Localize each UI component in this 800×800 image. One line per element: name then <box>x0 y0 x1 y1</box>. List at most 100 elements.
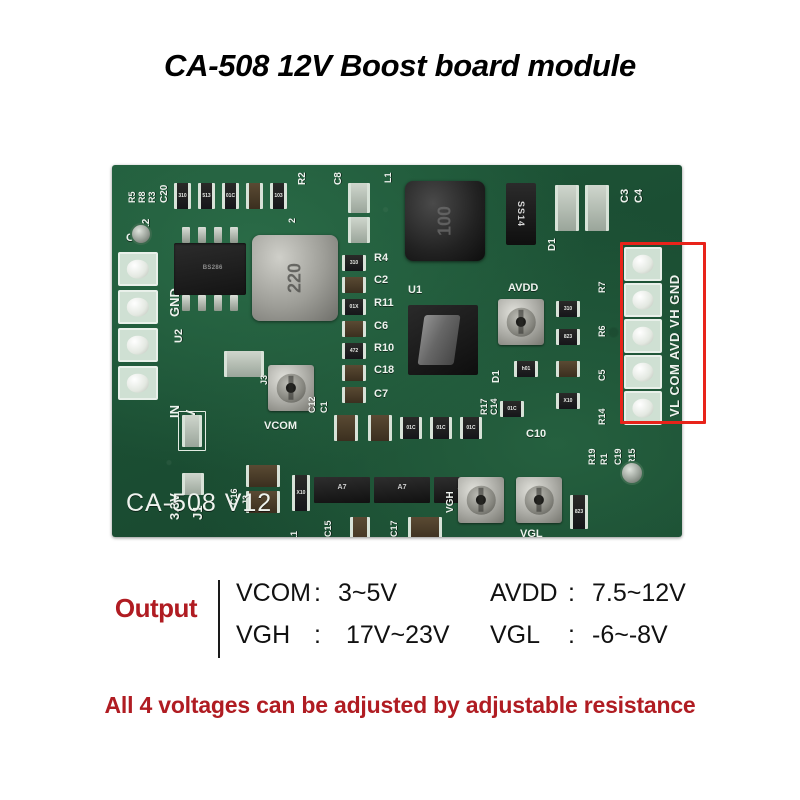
silk-label-r19: R1 <box>599 453 609 465</box>
smd-resistor: 310 <box>556 301 580 317</box>
silk-label-vcom: VCOM <box>264 420 297 432</box>
silk-label-c6: C6 <box>374 320 389 332</box>
smd-component <box>182 415 202 447</box>
silk-label-r10: R10 <box>374 342 395 354</box>
ic-lead <box>230 227 238 243</box>
silk-label-avdd: AVDD <box>508 282 539 294</box>
smd-resistor: 01C <box>222 183 239 209</box>
output-label: Output <box>114 593 198 623</box>
silk-label-q2: C17 <box>389 520 399 537</box>
smd-resistor: 513 <box>198 183 215 209</box>
pad-left-4 <box>118 366 158 400</box>
silk-label-u2: U2 <box>173 328 185 343</box>
spec-vgh-name: VGH <box>236 621 291 649</box>
ic-lead <box>230 295 238 311</box>
output-spec-block: Output VCOM : 3~5V AVDD : 7.5~12V VGH : … <box>100 575 720 665</box>
silk-board-model: CA-508 V12 <box>126 489 273 517</box>
smd-capacitor <box>348 217 370 243</box>
footer-note: All 4 voltages can be adjusted by adjust… <box>104 692 696 718</box>
silk-label-c5: C5 <box>597 369 607 381</box>
ic-lead <box>214 295 222 311</box>
silk-label-r4: R4 <box>374 252 389 264</box>
smd-capacitor <box>342 365 366 381</box>
spec-avdd: AVDD : 7.5~12V <box>490 575 720 615</box>
trimmer-vgh[interactable] <box>458 477 504 523</box>
silk-label-c12: C1 <box>319 401 329 413</box>
silk-label-r6: R6 <box>597 325 607 337</box>
smd-component <box>182 473 204 495</box>
ic-lead <box>214 227 222 243</box>
smd-resistor: h01 <box>514 361 538 377</box>
smd-capacitor <box>368 415 392 441</box>
smd-capacitor <box>556 361 580 377</box>
inductor-220-marking: 220 <box>284 262 305 294</box>
smd-capacitor <box>555 185 579 231</box>
silk-label-c18: C18 <box>374 364 395 376</box>
smd-resistor: X10 <box>556 393 580 409</box>
pad-right-avd <box>624 319 662 353</box>
spec-vgl-colon: : <box>568 621 575 649</box>
smd-capacitor <box>342 277 366 293</box>
trimmer-vcom[interactable] <box>268 365 314 411</box>
pad-right-vl <box>624 391 662 425</box>
silk-label-c3: C3 <box>619 188 631 203</box>
silk-label-r14: R14 <box>597 408 607 425</box>
silk-label-c4: C4 <box>633 188 645 203</box>
smd-resistor: 01C <box>400 417 422 439</box>
silk-label-u1: U1 <box>408 284 423 296</box>
smd-capacitor <box>585 185 609 231</box>
diode-d1: SS14 <box>506 183 536 245</box>
ic-u2-marking: BS286 <box>202 264 223 271</box>
pad-left-3 <box>118 328 158 362</box>
silk-label-d1: D1 <box>547 238 558 251</box>
smd-resistor-r18: X10 <box>292 475 310 511</box>
ic-lead <box>182 295 190 311</box>
smd-resistor: 01C <box>500 401 524 417</box>
silk-label-r3: R3 <box>147 191 157 203</box>
ic-u2: BS286 <box>174 243 246 295</box>
output-divider <box>218 580 220 658</box>
smd-capacitor <box>342 387 366 403</box>
pad-right-com <box>624 355 662 389</box>
trimmer-avdd[interactable] <box>498 299 544 345</box>
output-spec-grid: VCOM : 3~5V AVDD : 7.5~12V VGH : 17V~23V… <box>236 575 720 665</box>
spec-avdd-colon: : <box>568 579 575 607</box>
smd-resistor: 310 <box>174 183 191 209</box>
transistor-a7-2: A7 <box>374 477 430 503</box>
smd-resistor: 01C <box>460 417 482 439</box>
silk-label-r7: R7 <box>597 281 607 293</box>
pad-left-1 <box>118 252 158 286</box>
smd-capacitor <box>334 415 358 441</box>
smd-resistor: 823 <box>556 329 580 345</box>
transistor-a7-1: A7 <box>314 477 370 503</box>
silk-label-r1: C19 <box>613 448 623 465</box>
mounting-hole <box>620 461 644 485</box>
pcb-board-image: GND IN 12V 3.3V C21 J1 R5 R8 R3 C20 C22 … <box>112 165 682 537</box>
spec-row-2: VGH : 17V~23V VGL : -6~-8V <box>236 617 720 657</box>
silk-label-c7: C7 <box>374 388 389 400</box>
spec-vgl-name: VGL <box>490 621 541 649</box>
ic-u1-surface <box>417 314 461 366</box>
pad-right-vh <box>624 283 662 317</box>
smd-resistor: 472 <box>342 343 366 359</box>
spec-vgh: VGH : 17V~23V <box>236 617 486 657</box>
silk-label-c8: C8 <box>333 172 344 185</box>
silk-label-c10: C10 <box>526 428 547 440</box>
page-title: CA-508 12V Boost board module <box>164 48 636 83</box>
component-outline <box>178 411 206 451</box>
silk-label-c2: C2 <box>374 274 389 286</box>
ic-lead <box>198 227 206 243</box>
silk-label-r18: C11 <box>289 531 299 537</box>
spec-vcom: VCOM : 3~5V <box>236 575 486 615</box>
silk-label-c11: C12 <box>307 396 317 413</box>
spec-vgh-value: 17V~23V <box>346 621 450 649</box>
spec-vgl-value: -6~-8V <box>592 621 668 649</box>
mounting-hole <box>130 223 152 245</box>
silk-label-r12: D1 <box>491 370 502 383</box>
spec-vcom-colon: : <box>314 579 321 607</box>
spec-avdd-value: 7.5~12V <box>592 579 686 607</box>
ic-lead <box>198 295 206 311</box>
trimmer-vgl[interactable] <box>516 477 562 523</box>
smd-capacitor-c17 <box>408 517 442 537</box>
silk-label-q1: C15 <box>323 520 333 537</box>
